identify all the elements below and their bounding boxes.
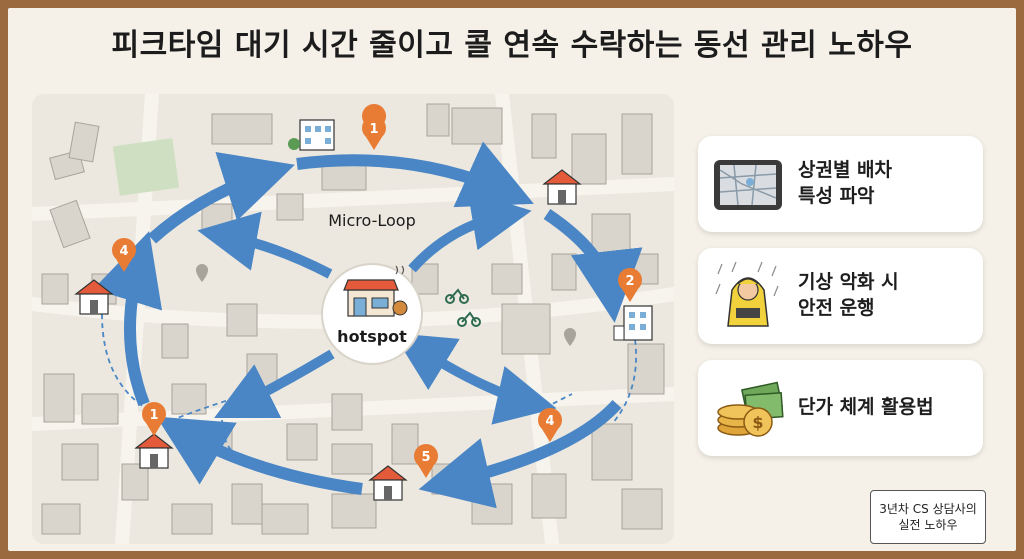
coins-cash-icon: $ <box>712 372 784 444</box>
poster: 피크타임 대기 시간 줄이고 콜 연속 수락하는 동선 관리 노하우 <box>8 8 1016 551</box>
store-icon <box>343 265 408 317</box>
card-label: 상권별 배차 특성 파악 <box>798 159 893 207</box>
scooter-icon <box>445 288 481 327</box>
page-title: 피크타임 대기 시간 줄이고 콜 연속 수락하는 동선 관리 노하우 <box>111 28 913 63</box>
card-pricing-usage[interactable]: $ 단가 체계 활용법 <box>698 360 983 456</box>
author-note: 3년차 CS 상담사의 실전 노하우 <box>870 490 986 544</box>
card-bad-weather-safety[interactable]: 기상 악화 시 안전 운행 <box>698 248 983 344</box>
house-icon <box>74 169 582 501</box>
order-pin: 1 2 4 1 4 5 <box>112 104 642 478</box>
svg-text:$: $ <box>752 413 763 432</box>
pin-label: 1 <box>369 122 378 137</box>
micro-loop-arrows <box>197 190 557 425</box>
loop-arrows <box>93 141 643 509</box>
card-dispatch-by-area[interactable]: 상권별 배차 특성 파악 <box>698 136 983 232</box>
hotspot-label: hotspot <box>337 327 407 346</box>
pin-label: 4 <box>545 414 554 429</box>
route-map: hotspot Micro-Loop <box>32 94 674 544</box>
pin-label: 5 <box>421 450 430 465</box>
pin-label: 2 <box>625 274 634 289</box>
rain-rider-icon <box>712 260 784 332</box>
office-building-icon <box>288 119 653 341</box>
park-area <box>112 138 180 196</box>
card-label: 기상 악화 시 안전 운행 <box>798 271 899 319</box>
micro-loop-label: Micro-Loop <box>328 211 416 230</box>
pin-label: 4 <box>119 244 128 259</box>
map-tablet-icon <box>712 148 784 220</box>
pin-label: 1 <box>149 408 158 423</box>
card-label: 단가 체계 활용법 <box>798 396 934 419</box>
